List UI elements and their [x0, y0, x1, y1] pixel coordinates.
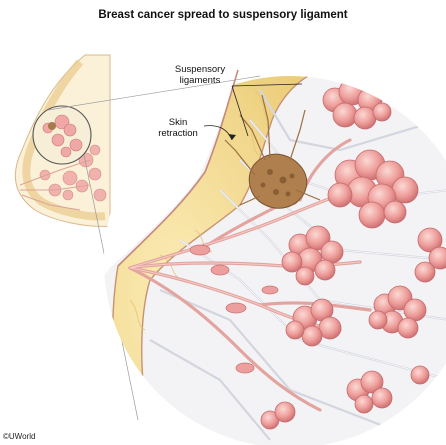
figure-title: Breast cancer spread to suspensory ligam…	[98, 9, 348, 21]
skin-retraction-label: Skin retraction	[148, 117, 208, 139]
copyright-credit: ©UWorld	[3, 432, 36, 441]
connector-line-top	[47, 75, 261, 111]
skin-label-line2: retraction	[158, 128, 198, 139]
suspensory-label-line2: ligaments	[179, 75, 221, 86]
skin-label-line1: Skin	[168, 117, 188, 128]
skin-outline	[117, 69, 239, 267]
suspensory-label-line1: Suspensory	[174, 64, 226, 75]
arrow-head	[228, 134, 236, 140]
inset-breast	[14, 54, 261, 421]
suspensory-ligaments-label: Suspensory ligaments	[163, 64, 237, 86]
magnify-circle	[32, 105, 92, 165]
tumor-mass	[224, 94, 321, 209]
